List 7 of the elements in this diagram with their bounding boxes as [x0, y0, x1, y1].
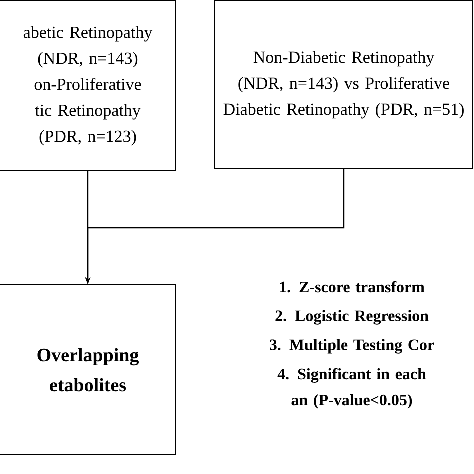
group-box: Non-Diabetic Retinopathy (NDR, n=143) vs Proliferative Diabetic Retinopathy (PDR, n=51): [214, 0, 474, 170]
result-box: Overlapping etabolites: [0, 284, 176, 456]
step-text: 2. Logistic Regression: [276, 310, 429, 325]
step-text: 3. Multiple Testing Cor: [270, 339, 434, 354]
group-box: abetic Retinopathy (NDR, n=143) on-Proliferative tic Retinopathy (PDR, n=123): [0, 0, 176, 172]
step-text: 4. Significant in each an (P-value<0.05): [278, 368, 426, 409]
step-text: 1. Z-score transform: [280, 281, 425, 293]
